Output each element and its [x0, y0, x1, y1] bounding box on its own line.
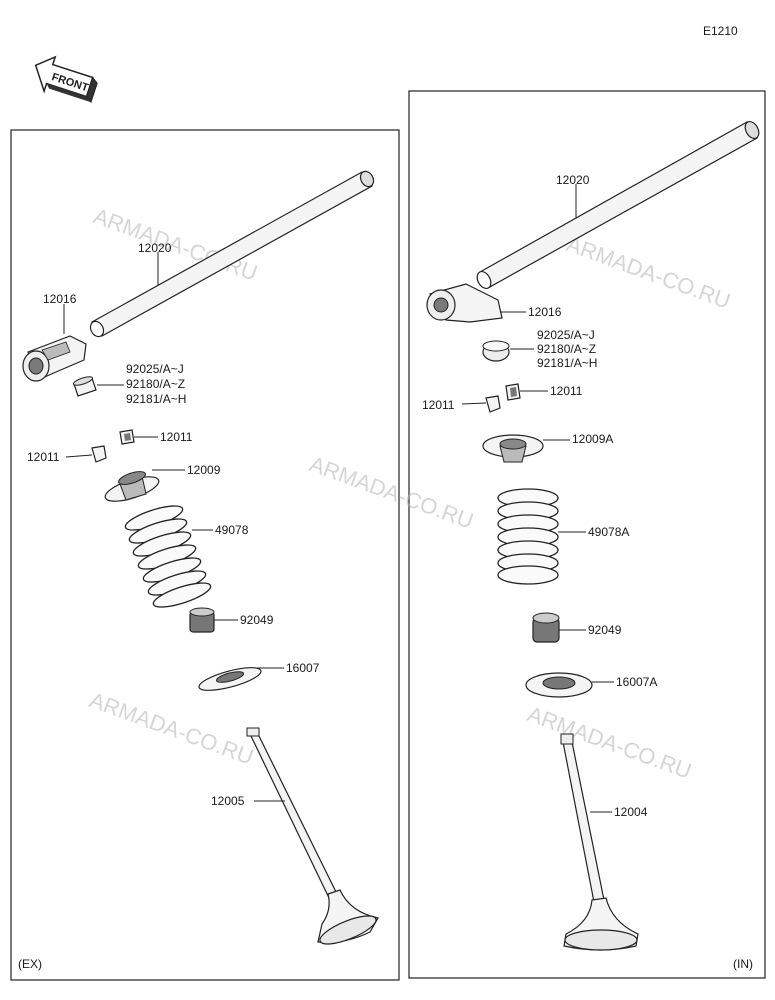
watermark: ARMADA-CO.RU — [563, 231, 734, 313]
ex-label-valve: 12005 — [211, 794, 245, 808]
ex-label-cotter-b: 12011 — [27, 450, 60, 464]
ex-label-seat: 16007 — [286, 661, 320, 675]
watermark: ARMADA-CO.RU — [86, 687, 257, 769]
in-label-spring: 49078A — [588, 525, 629, 539]
ex-rocker-arm — [22, 335, 87, 382]
in-label-valve: 12004 — [614, 805, 648, 819]
in-label-shaft: 12020 — [556, 173, 590, 187]
in-label-cotter-b: 12011 — [422, 398, 455, 412]
ex-rocker-shaft — [89, 170, 375, 338]
ex-label-shim-2: 92180/A~Z — [126, 377, 185, 391]
in-valve-spring — [497, 488, 559, 585]
in-spring-seat — [525, 672, 593, 698]
in-label-shim-1: 92025/A~J — [537, 328, 595, 342]
ex-label-cotter-a: 12011 — [160, 430, 193, 444]
front-arrow-icon: FRONT — [34, 55, 98, 104]
in-label-seat: 16007A — [616, 675, 657, 689]
ex-label-spring: 49078 — [215, 523, 249, 537]
ex-cotter-a — [119, 429, 135, 445]
in-cotter-a — [505, 383, 521, 401]
ex-label-seal: 92049 — [240, 613, 274, 627]
in-spring-retainer — [482, 434, 544, 463]
ex-label-shaft: 12020 — [138, 241, 172, 255]
in-label-shim-2: 92180/A~Z — [537, 342, 596, 356]
watermark: ARMADA-CO.RU — [306, 451, 477, 533]
ex-shim — [72, 376, 97, 397]
in-label-cotter-a: 12011 — [550, 384, 583, 398]
in-cotter-b — [485, 395, 501, 413]
in-panel-frame — [408, 90, 766, 979]
in-panel-tag: (IN) — [733, 957, 753, 971]
ex-valve — [246, 727, 379, 945]
watermark: ARMADA-CO.RU — [524, 701, 695, 783]
ex-label-shim-1: 92025/A~J — [126, 362, 184, 376]
in-rocker-arm — [426, 283, 503, 323]
ex-spring-seat — [198, 667, 262, 691]
ex-valve-seal — [189, 607, 215, 633]
in-label-seal: 92049 — [588, 623, 622, 637]
ex-cotter-b — [91, 445, 107, 463]
ex-panel-frame — [10, 129, 400, 981]
in-label-shim-3: 92181/A~H — [537, 356, 597, 370]
diagram-code: E1210 — [703, 24, 738, 38]
ex-valve-spring — [124, 505, 212, 608]
ex-label-rocker-arm: 12016 — [43, 292, 77, 306]
ex-panel-tag: (EX) — [18, 957, 42, 971]
in-rocker-shaft — [476, 121, 760, 289]
in-shim — [482, 340, 510, 362]
in-valve-seal — [532, 612, 560, 643]
in-label-rocker-arm: 12016 — [528, 305, 562, 319]
ex-label-shim-3: 92181/A~H — [126, 392, 186, 406]
in-label-retainer: 12009A — [572, 432, 613, 446]
ex-label-retainer: 12009 — [187, 463, 221, 477]
in-valve — [560, 733, 639, 951]
ex-spring-retainer — [104, 471, 160, 502]
